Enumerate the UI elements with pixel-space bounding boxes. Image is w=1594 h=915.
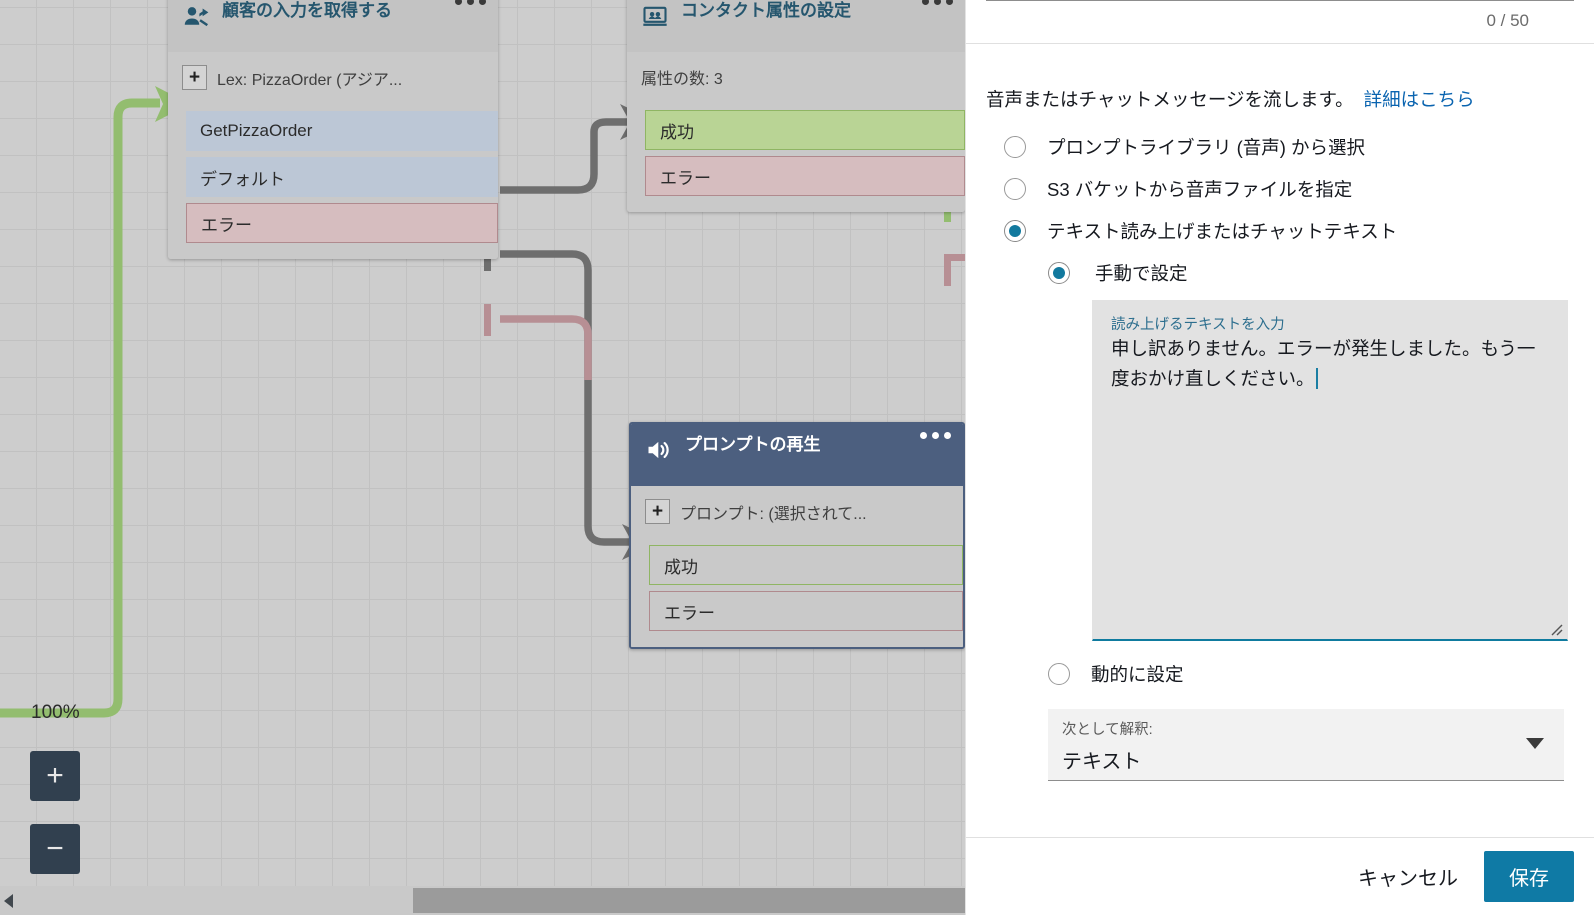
radio-button[interactable] — [1048, 262, 1070, 285]
character-counter: 0 / 50 — [1486, 11, 1529, 30]
radio-label: S3 バケットから音声ファイルを指定 — [1047, 179, 1353, 201]
set-contact-attributes-icon — [641, 2, 671, 32]
radio-option-set-dynamically[interactable]: 動的に設定 — [1048, 661, 1574, 687]
interpret-as-select[interactable]: 次として解釈: テキスト — [1048, 709, 1564, 782]
node-subtitle: プロンプト: (選択されて... — [680, 505, 867, 523]
scroll-left-arrow-icon[interactable] — [4, 894, 13, 908]
flow-node-play-prompt[interactable]: プロンプトの再生 + プロンプト: (選択されて... 成功 エラー — [629, 422, 965, 649]
connector-default-gray — [500, 250, 630, 546]
port-label: エラー — [660, 168, 711, 188]
plus-icon[interactable]: + — [182, 65, 207, 90]
node-subtitle-row: 属性の数: 3 — [627, 52, 965, 104]
scrollbar-thumb[interactable] — [413, 888, 965, 913]
node-body: + プロンプト: (選択されて... 成功 エラー — [631, 486, 963, 647]
properties-panel: 0 / 50 音声またはチャットメッセージを流します。詳細はこちら プロンプトラ… — [965, 0, 1594, 915]
radio-label: 手動で設定 — [1095, 263, 1188, 285]
radio-label: テキスト読み上げまたはチャットテキスト — [1047, 221, 1398, 243]
panel-body: 音声またはチャットメッセージを流します。詳細はこちら プロンプトライブラリ (音… — [966, 44, 1594, 837]
node-body: 属性の数: 3 成功 エラー — [627, 52, 965, 212]
canvas-horizontal-scrollbar[interactable] — [0, 886, 965, 915]
connector-error-red — [500, 315, 592, 380]
flow-node-set-contact-attributes[interactable]: コンタクト属性の設定 属性の数: 3 成功 エラー — [627, 0, 965, 212]
node-header[interactable]: プロンプトの再生 — [631, 424, 963, 486]
node-title: プロンプトの再生 — [685, 435, 821, 454]
resize-handle-icon[interactable] — [1549, 622, 1563, 636]
port-label: GetPizzaOrder — [200, 121, 313, 140]
node-subtitle: 属性の数: 3 — [641, 71, 723, 88]
connector-node2-error-stub — [944, 254, 965, 261]
node-subtitle: Lex: PizzaOrder (アジア... — [217, 71, 403, 89]
node-port-error[interactable]: エラー — [645, 156, 965, 196]
node-header[interactable]: 顧客の入力を取得する — [168, 0, 498, 52]
cancel-button[interactable]: キャンセル — [1354, 854, 1462, 899]
node-title: コンタクト属性の設定 — [681, 1, 851, 20]
port-label: 成功 — [664, 557, 698, 577]
node-title: 顧客の入力を取得する — [222, 1, 392, 20]
zoom-in-button[interactable]: + — [30, 751, 80, 801]
select-value: テキスト — [1062, 751, 1142, 774]
learn-more-link[interactable]: 詳細はこちら — [1363, 89, 1475, 110]
textarea-hint-label: 読み上げるテキストを入力 — [1111, 317, 1285, 334]
node-port-error[interactable]: エラー — [649, 591, 963, 631]
radio-label: 動的に設定 — [1091, 664, 1184, 686]
get-customer-input-icon — [182, 2, 212, 32]
connector-getpizzaorder-gray — [500, 118, 628, 194]
node-port-success[interactable]: 成功 — [649, 545, 963, 585]
connector-error-stub — [484, 304, 491, 336]
node-subtitle-row[interactable]: + Lex: PizzaOrder (アジア... — [168, 52, 498, 105]
prompt-textarea[interactable]: 読み上げるテキストを入力 申し訳ありません。エラーが発生しました。もう一度おかけ… — [1092, 300, 1568, 642]
panel-description-text: 音声またはチャットメッセージを流します。 — [986, 89, 1354, 110]
radio-option-s3-bucket[interactable]: S3 バケットから音声ファイルを指定 — [1004, 176, 1574, 202]
radio-button[interactable] — [1004, 220, 1026, 243]
radio-button[interactable] — [1004, 178, 1026, 201]
node-port-success[interactable]: 成功 — [645, 110, 965, 150]
panel-footer: キャンセル 保存 — [966, 837, 1594, 915]
select-caption: 次として解釈: — [1062, 722, 1153, 739]
node-port-error[interactable]: エラー — [186, 203, 498, 243]
port-label: エラー — [201, 215, 252, 235]
plus-icon[interactable]: + — [645, 499, 670, 524]
textarea-content[interactable]: 申し訳ありません。エラーが発生しました。もう一度おかけ直しください。 — [1111, 334, 1551, 395]
textarea-value: 申し訳ありません。エラーが発生しました。もう一度おかけ直しください。 — [1111, 338, 1536, 390]
node-port-default[interactable]: デフォルト — [186, 157, 498, 197]
text-caret — [1315, 368, 1318, 390]
radio-button[interactable] — [1048, 663, 1070, 686]
radio-option-text-to-speech[interactable]: テキスト読み上げまたはチャットテキスト — [1004, 218, 1574, 244]
speaker-icon — [645, 436, 675, 466]
field-underline — [986, 0, 1574, 1]
zoom-level-label: 100% — [31, 702, 80, 723]
radio-option-set-manually[interactable]: 手動で設定 — [1048, 260, 1574, 286]
connector-entry-green — [0, 98, 160, 718]
node-port-getpizzaorder[interactable]: GetPizzaOrder — [186, 111, 498, 151]
radio-option-prompt-library[interactable]: プロンプトライブラリ (音声) から選択 — [1004, 134, 1574, 160]
connector-node2-error-stub2 — [944, 254, 951, 286]
chevron-down-icon[interactable] — [1526, 738, 1544, 750]
node-subtitle-row[interactable]: + プロンプト: (選択されて... — [631, 486, 963, 539]
flow-node-get-customer-input[interactable]: 顧客の入力を取得する + Lex: PizzaOrder (アジア... Get… — [168, 0, 498, 259]
port-label: デフォルト — [200, 169, 285, 189]
node-header[interactable]: コンタクト属性の設定 — [627, 0, 965, 52]
port-label: エラー — [664, 603, 715, 623]
flow-canvas[interactable]: 顧客の入力を取得する + Lex: PizzaOrder (アジア... Get… — [0, 0, 965, 886]
save-button[interactable]: 保存 — [1484, 851, 1574, 902]
node-body: + Lex: PizzaOrder (アジア... GetPizzaOrder … — [168, 52, 498, 259]
zoom-out-button[interactable]: − — [30, 824, 80, 874]
panel-description: 音声またはチャットメッセージを流します。詳細はこちら — [986, 88, 1574, 112]
node-menu-button[interactable] — [922, 0, 953, 5]
port-label: 成功 — [660, 122, 694, 142]
radio-label: プロンプトライブラリ (音声) から選択 — [1047, 137, 1366, 159]
radio-button[interactable] — [1004, 136, 1026, 159]
node-menu-button[interactable] — [455, 0, 486, 5]
node-menu-button[interactable] — [920, 432, 951, 439]
panel-top-field-stub: 0 / 50 — [966, 0, 1594, 44]
